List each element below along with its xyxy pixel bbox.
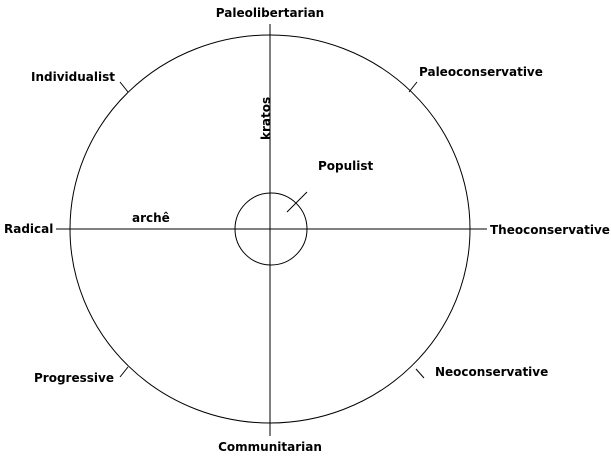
axis-label-arche: archê <box>132 211 170 225</box>
axis-label-kratos: kratos <box>259 96 273 140</box>
tick-lower-left <box>119 366 129 378</box>
label-populist: Populist <box>318 159 374 173</box>
populist-pointer-line <box>286 191 308 213</box>
tick-lower-right <box>415 368 425 379</box>
label-progressive: Progressive <box>34 371 114 385</box>
tick-upper-left <box>119 81 129 93</box>
label-paleoconservative: Paleoconservative <box>419 65 543 79</box>
label-paleolibertarian: Paleolibertarian <box>215 6 325 20</box>
tick-upper-right <box>408 81 418 93</box>
label-theoconservative: Theoconservative <box>490 223 610 237</box>
label-radical: Radical <box>4 222 54 236</box>
label-communitarian: Communitarian <box>218 440 322 454</box>
label-neoconservative: Neoconservative <box>435 365 549 379</box>
label-individualist: Individualist <box>31 70 115 84</box>
